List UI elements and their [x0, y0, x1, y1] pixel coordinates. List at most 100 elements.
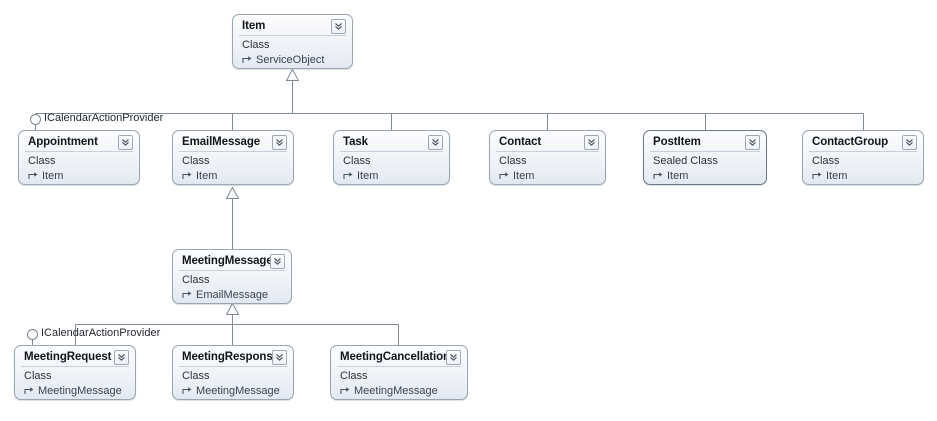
header-divider [809, 151, 917, 152]
header-divider [179, 366, 287, 367]
class-stereotype: Class [340, 370, 368, 382]
class-base-name: Item [513, 170, 535, 182]
header-divider [337, 366, 461, 367]
class-base-name: Item [357, 170, 379, 182]
header-divider [179, 151, 287, 152]
collapse-chevron-icon[interactable] [114, 350, 129, 365]
header-divider [239, 35, 346, 36]
class-name: MeetingCancellation [340, 351, 450, 363]
class-base-name: ServiceObject [256, 54, 325, 66]
class-base-name: MeetingMessage [196, 385, 280, 397]
class-name: EmailMessage [182, 136, 261, 148]
class-base-row: EmailMessage [182, 288, 282, 303]
class-box-header: EmailMessage [173, 131, 293, 152]
collapse-chevron-icon[interactable] [272, 135, 287, 150]
collapse-chevron-icon[interactable] [584, 135, 599, 150]
collapse-chevron-icon[interactable] [272, 350, 287, 365]
class-name: Appointment [28, 136, 98, 148]
inheritance-arrow-icon [653, 171, 663, 182]
provided-interface-label: ICalendarActionProvider [41, 327, 161, 339]
class-stereotype: Class [182, 370, 210, 382]
collapse-chevron-icon[interactable] [745, 135, 760, 150]
inheritance-arrow-icon [182, 171, 192, 182]
class-base-row: Item [653, 169, 757, 184]
class-name: Contact [499, 136, 542, 148]
class-name: ContactGroup [812, 136, 889, 148]
class-name: MeetingMessage [182, 255, 273, 267]
class-stereotype: Sealed Class [653, 155, 718, 167]
class-stereotype: Class [24, 370, 52, 382]
class-base-name: Item [42, 170, 64, 182]
class-box-header: MeetingResponse [173, 346, 293, 367]
class-base-name: MeetingMessage [354, 385, 438, 397]
collapse-chevron-icon[interactable] [902, 135, 917, 150]
collapse-chevron-icon[interactable] [446, 350, 461, 365]
collapse-chevron-icon[interactable] [331, 19, 346, 34]
inheritance-arrow-icon [499, 171, 509, 182]
class-stereotype: Class [499, 155, 527, 167]
class-name: MeetingResponse [182, 351, 279, 363]
inheritance-arrow-icon [340, 386, 350, 397]
class-base-name: EmailMessage [196, 289, 269, 301]
class-box-header: PostItem [644, 131, 766, 152]
provided-interface-icon [27, 329, 38, 340]
class-stereotype: Class [28, 155, 56, 167]
class-base-row: MeetingMessage [24, 384, 126, 399]
header-divider [179, 270, 285, 271]
inheritance-arrow-icon [812, 171, 822, 182]
collapse-chevron-icon[interactable] [428, 135, 443, 150]
class-base-row: Item [343, 169, 440, 184]
class-stereotype: Class [812, 155, 840, 167]
class-base-name: Item [196, 170, 218, 182]
header-divider [25, 151, 133, 152]
arrowhead-emailmessage [225, 186, 240, 199]
inheritance-arrow-icon [182, 386, 192, 397]
class-base-row: Item [499, 169, 596, 184]
class-box-header: Contact [490, 131, 605, 152]
provided-interface-label: ICalendarActionProvider [44, 112, 164, 124]
class-box-header: MeetingCancellation [331, 346, 467, 367]
class-stereotype: Class [182, 274, 210, 286]
header-divider [21, 366, 129, 367]
collapse-chevron-icon[interactable] [270, 254, 285, 269]
class-base-name: Item [826, 170, 848, 182]
inheritance-arrow-icon [24, 386, 34, 397]
collapse-chevron-icon[interactable] [118, 135, 133, 150]
class-name: Item [242, 20, 266, 32]
inheritance-arrow-icon [343, 171, 353, 182]
class-base-row: MeetingMessage [182, 384, 284, 399]
class-stereotype: Class [242, 39, 270, 51]
class-box-header: Item [233, 15, 352, 36]
arrowhead-meetingmessage [225, 302, 240, 315]
class-box-header: MeetingMessage [173, 250, 291, 271]
inheritance-arrow-icon [242, 55, 252, 66]
provided-interface-icon [30, 114, 41, 125]
class-base-name: MeetingMessage [38, 385, 122, 397]
class-stereotype: Class [343, 155, 371, 167]
header-divider [496, 151, 599, 152]
